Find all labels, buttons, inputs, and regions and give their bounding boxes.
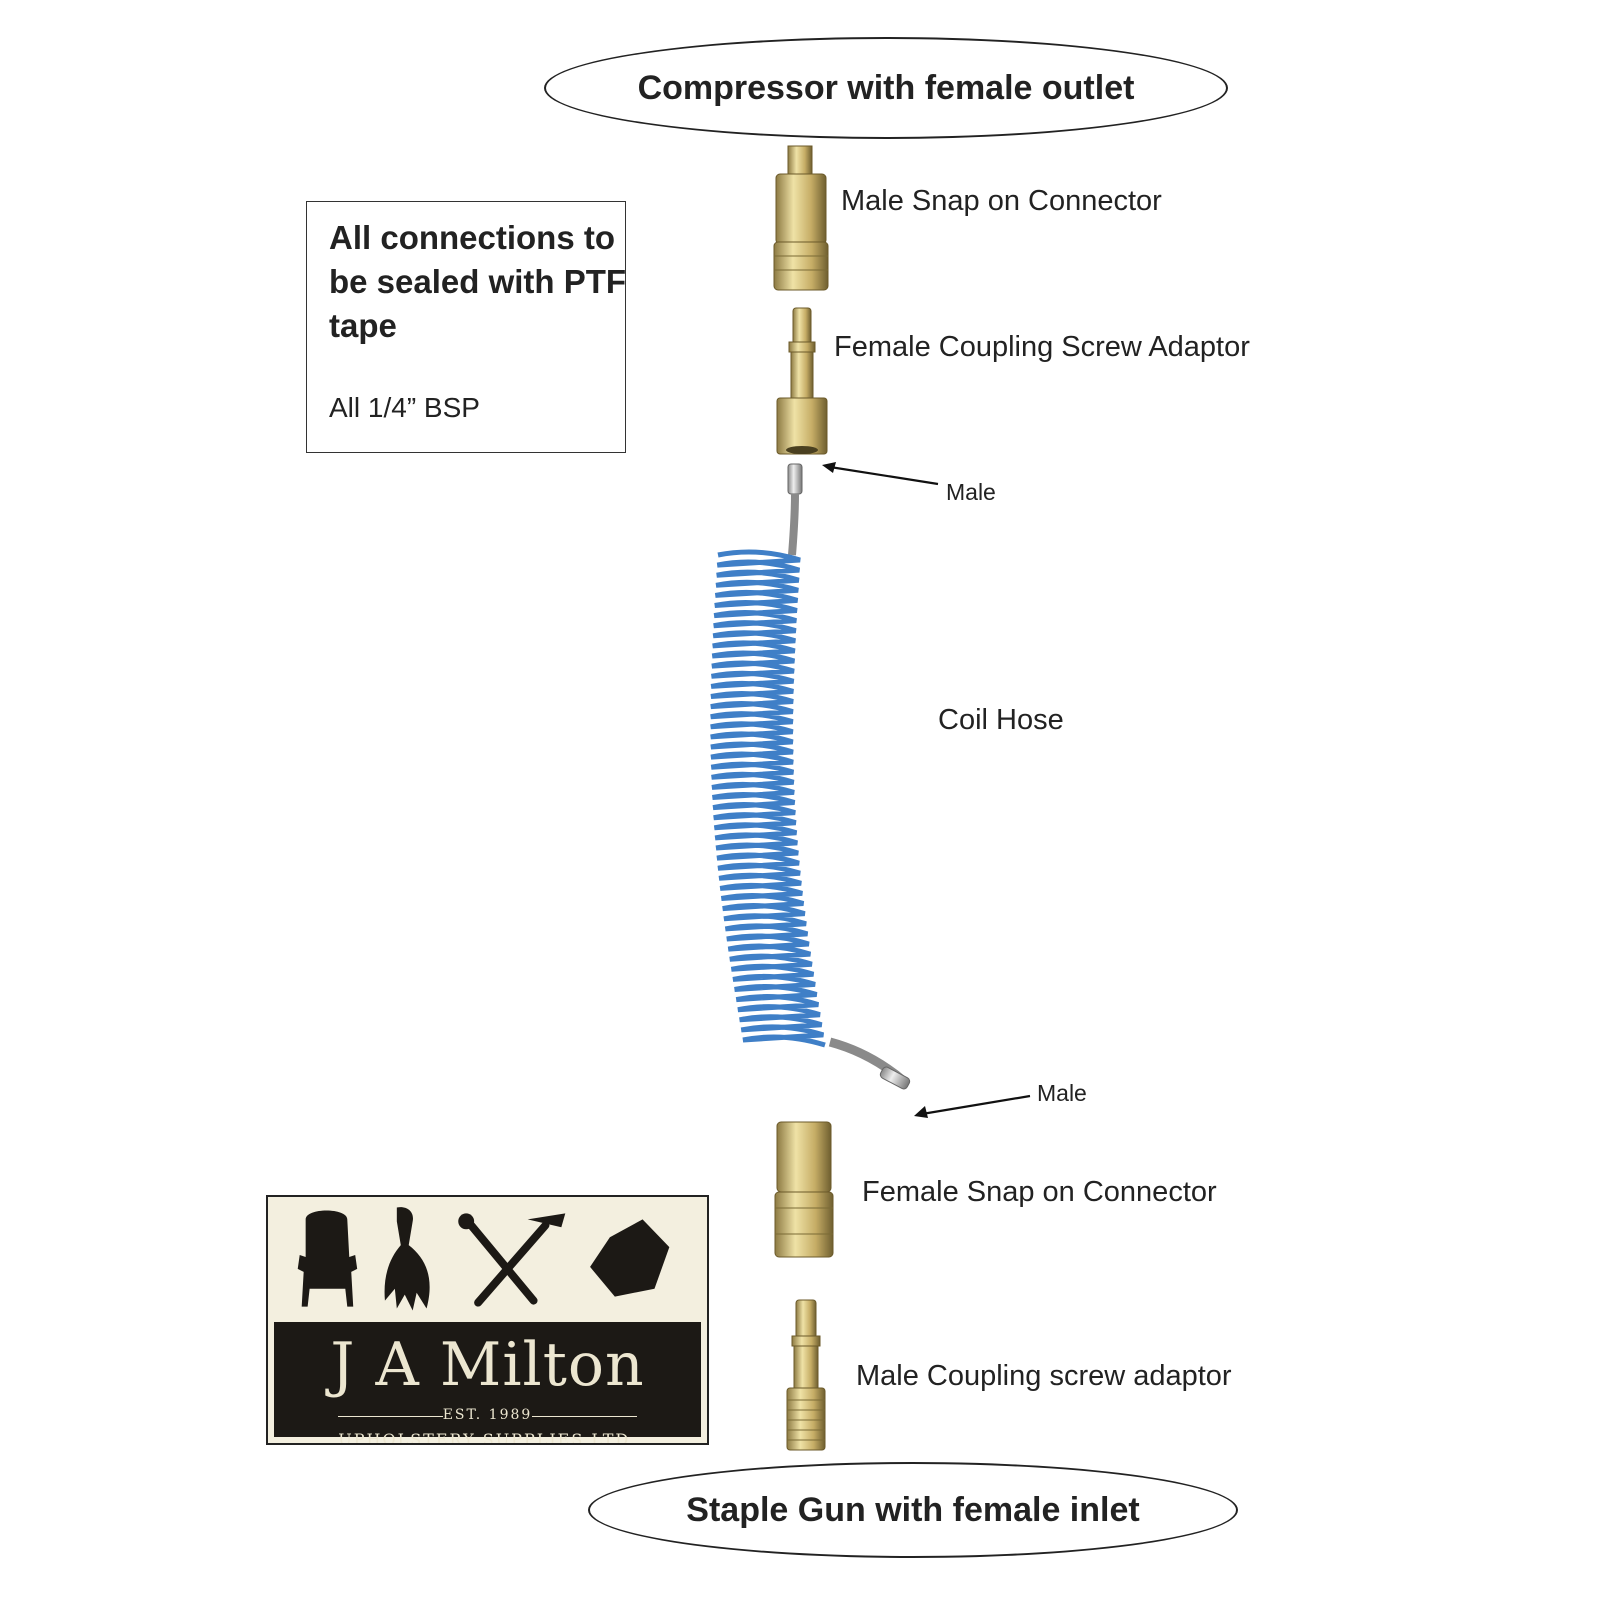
note-box: All connections to be sealed with PTF ta… xyxy=(306,201,626,453)
logo-band: J A Milton EST. 1989 UPHOLSTERY SUPPLIES… xyxy=(274,1322,701,1443)
arrow-male-top xyxy=(822,462,939,486)
logo-name: J A Milton xyxy=(330,1330,645,1400)
note-title: All connections to be sealed with PTF ta… xyxy=(329,219,627,344)
logo-rule-left xyxy=(338,1416,443,1417)
male-bottom-label: Male xyxy=(1037,1080,1087,1106)
note-sub: All 1/4” BSP xyxy=(329,392,480,423)
compressor-text: Compressor with female outlet xyxy=(637,68,1135,107)
tassel-icon xyxy=(384,1207,430,1311)
arrow-male-bottom xyxy=(914,1094,1031,1118)
female-coupling-adaptor-image xyxy=(776,307,828,455)
male-top-label: Male xyxy=(946,479,996,505)
coil-hose-label: Coil Hose xyxy=(938,704,1064,736)
logo-rule-right xyxy=(532,1416,637,1417)
logo-established: EST. 1989 xyxy=(442,1407,533,1423)
ja-milton-logo: J A Milton EST. 1989 UPHOLSTERY SUPPLIES… xyxy=(266,1195,709,1445)
staple-gun-text: Staple Gun with female inlet xyxy=(686,1490,1140,1529)
coil-hose-image xyxy=(710,463,911,1090)
male-snap-connector-label: Male Snap on Connector xyxy=(841,185,1162,217)
female-snap-connector-image xyxy=(774,1121,834,1258)
fabric-swatch-icon xyxy=(590,1219,670,1297)
male-snap-connector-image xyxy=(773,145,829,291)
logo-icons xyxy=(297,1207,670,1311)
logo-subtitle: UPHOLSTERY SUPPLIES LTD. xyxy=(338,1430,637,1445)
compressor-label: Compressor with female outlet xyxy=(544,37,1228,139)
male-coupling-adaptor-label: Male Coupling screw adaptor xyxy=(856,1360,1232,1392)
staple-gun-label: Staple Gun with female inlet xyxy=(588,1462,1238,1558)
female-snap-connector-label: Female Snap on Connector xyxy=(862,1176,1217,1208)
crossed-tools-icon xyxy=(467,1221,550,1307)
armchair-icon xyxy=(297,1210,358,1307)
male-coupling-adaptor-image xyxy=(786,1299,826,1451)
female-coupling-adaptor-label: Female Coupling Screw Adaptor xyxy=(834,331,1250,363)
